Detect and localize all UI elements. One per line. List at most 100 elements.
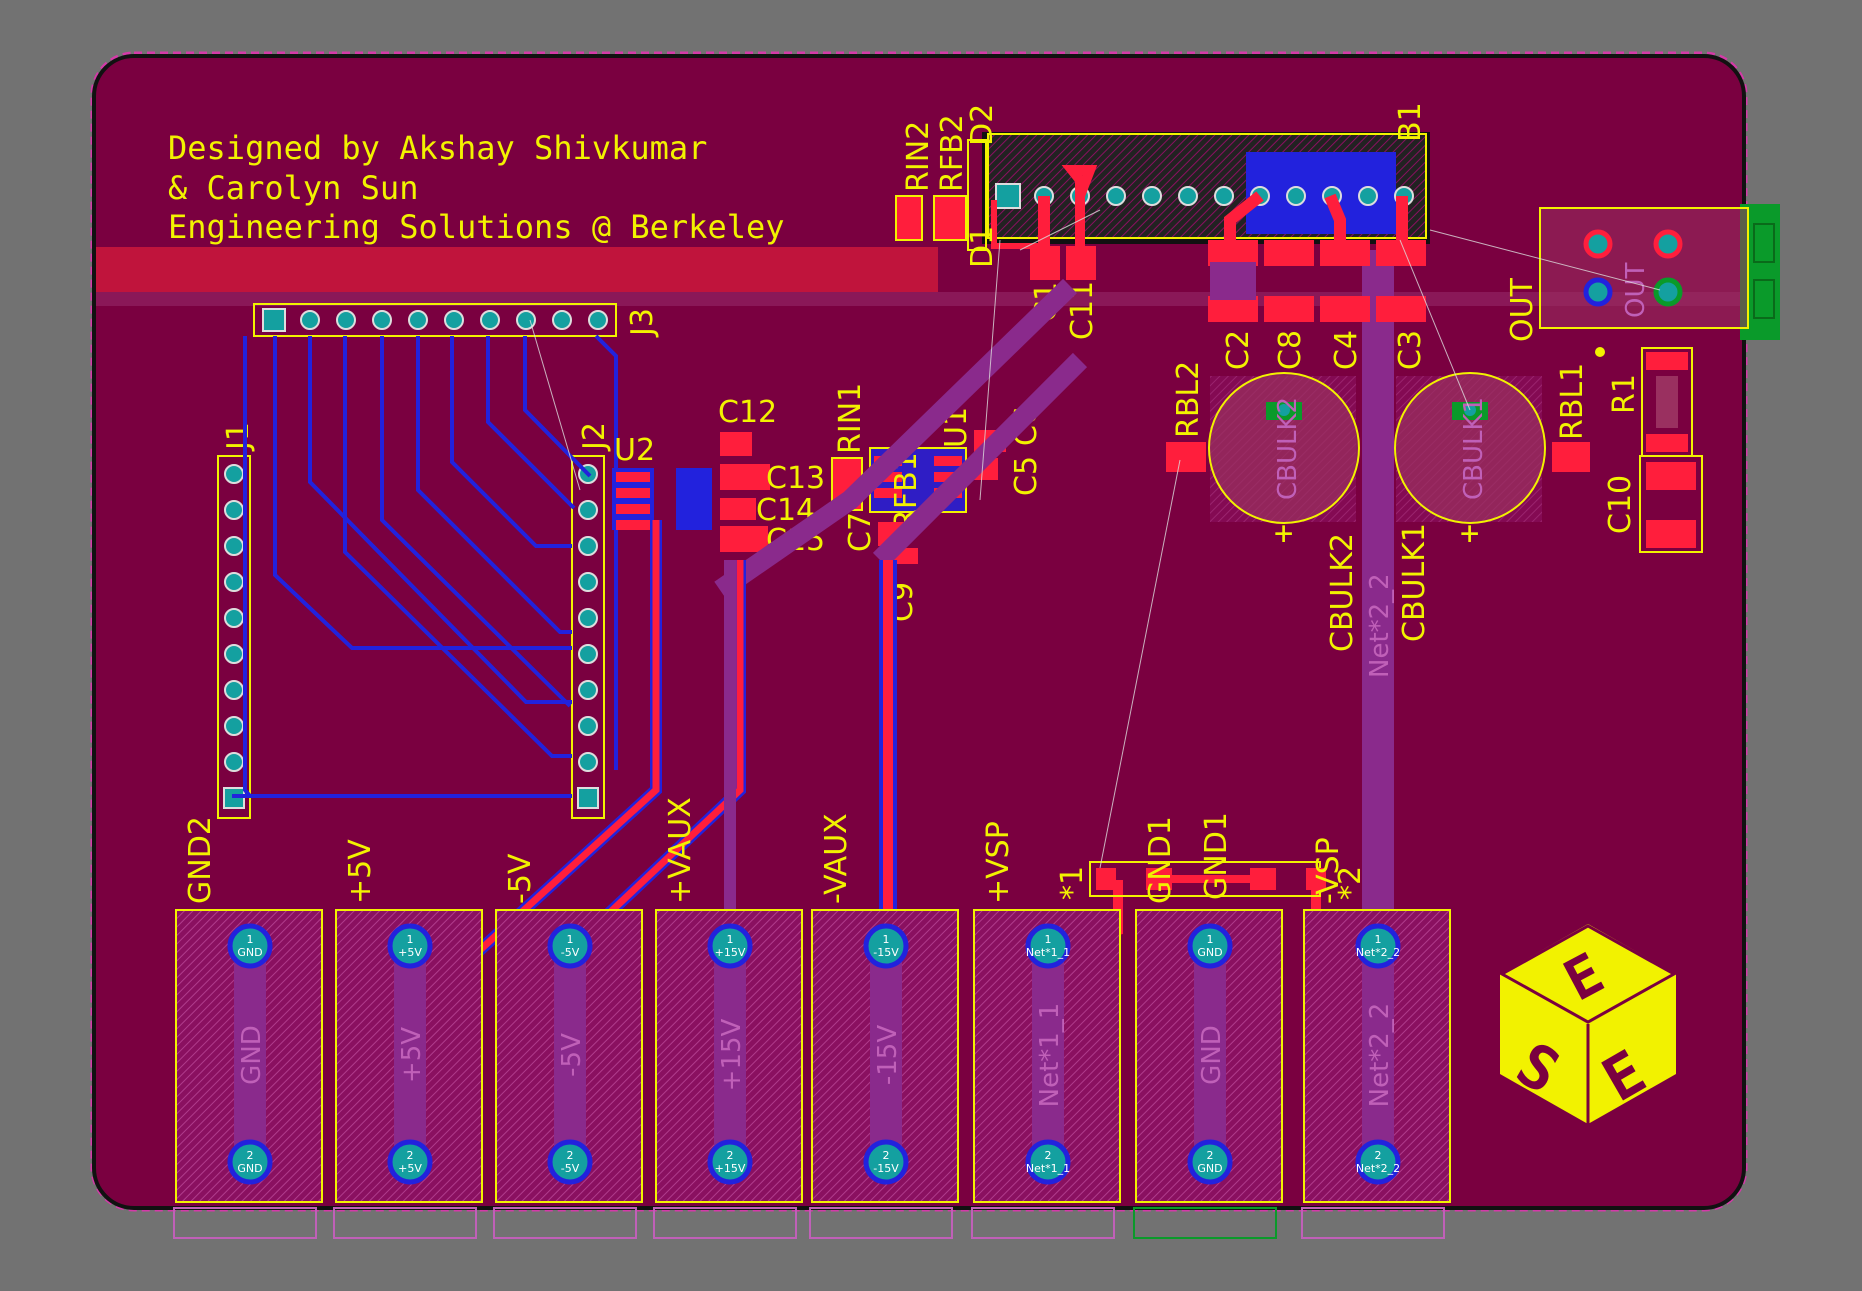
j3-pin[interactable] xyxy=(300,310,320,330)
rin2-ref: RIN2 xyxy=(901,121,936,192)
j3-pin[interactable] xyxy=(552,310,572,330)
j3-pin[interactable] xyxy=(408,310,428,330)
b1-pin[interactable] xyxy=(1286,186,1306,206)
j3-pin-1-square[interactable] xyxy=(262,308,286,332)
b1-pin[interactable] xyxy=(1178,186,1198,206)
out-ref: OUT xyxy=(1505,277,1540,342)
terminal-pad[interactable] xyxy=(547,1139,593,1185)
j2-pin[interactable] xyxy=(578,572,598,592)
terminal-strap xyxy=(714,946,746,1164)
rbl1-ref: RBL1 xyxy=(1555,363,1590,440)
j2-pin[interactable] xyxy=(578,500,598,520)
terminal-pad[interactable] xyxy=(1355,923,1401,969)
terminal-net-label: GND xyxy=(1197,1025,1227,1085)
terminal-pad[interactable] xyxy=(387,1139,433,1185)
j3-pin[interactable] xyxy=(336,310,356,330)
j3-pin[interactable] xyxy=(444,310,464,330)
terminal-pad[interactable] xyxy=(1025,1139,1071,1185)
terminal-pad[interactable] xyxy=(707,1139,753,1185)
component-r1[interactable]: R1 xyxy=(1607,347,1693,457)
j1-j2-pins xyxy=(223,464,599,809)
terminal-ref: GND2 xyxy=(183,816,218,904)
j3-pin[interactable] xyxy=(588,310,608,330)
j1-pin[interactable] xyxy=(224,572,244,592)
component-c3[interactable]: C3 xyxy=(1376,240,1428,370)
j2-pin[interactable] xyxy=(578,680,598,700)
component-c8[interactable]: C8 xyxy=(1264,240,1314,370)
j1-pin[interactable] xyxy=(224,716,244,736)
j3-pin[interactable] xyxy=(372,310,392,330)
terminal-pad[interactable] xyxy=(1025,923,1071,969)
component-rbl1[interactable]: RBL1 xyxy=(1552,363,1590,472)
j1-pin[interactable] xyxy=(224,644,244,664)
terminal-pad-net: +5V xyxy=(398,946,422,959)
b1-pin[interactable] xyxy=(1358,186,1378,206)
j1-pin[interactable] xyxy=(224,680,244,700)
j2-pin-1-square[interactable] xyxy=(577,787,599,809)
terminal-pad[interactable] xyxy=(863,923,909,969)
terminal-pad-net: GND xyxy=(1197,1162,1222,1175)
component-c13[interactable]: C13 xyxy=(720,461,825,496)
terminal-pad[interactable] xyxy=(707,923,753,969)
j3-pin[interactable] xyxy=(480,310,500,330)
component-gnd1[interactable]: *1 GND1 *2 xyxy=(1055,812,1368,900)
component-c4[interactable]: C4 xyxy=(1320,240,1370,370)
j2-pin[interactable] xyxy=(578,608,598,628)
component-cbulk1[interactable]: CBULK1 CBULK1 + xyxy=(1394,372,1546,642)
component-u2[interactable]: U2 xyxy=(612,433,712,530)
component-rbl2[interactable]: RBL2 xyxy=(1166,361,1206,472)
j2-pin[interactable] xyxy=(578,536,598,556)
terminal-pad-number: 2 xyxy=(1045,1149,1052,1162)
component-cbulk2[interactable]: CBULK2 CBULK2 + xyxy=(1208,372,1360,652)
j2-pin[interactable] xyxy=(578,716,598,736)
b1-pin[interactable] xyxy=(1142,186,1162,206)
terminal-pad[interactable] xyxy=(863,1139,909,1185)
terminal-pad[interactable] xyxy=(1355,1139,1401,1185)
terminal-ref: -VSP xyxy=(1311,837,1346,904)
terminal-pad-number: 1 xyxy=(1375,933,1382,946)
component-d2[interactable]: D2 D1 xyxy=(965,104,1000,268)
terminal-2[interactable]: 1+5V2+5V+5V+5V xyxy=(333,839,483,1239)
b1-pin[interactable] xyxy=(1106,186,1126,206)
terminal-pad[interactable] xyxy=(1187,923,1233,969)
b1-pin[interactable] xyxy=(1214,186,1234,206)
terminal-pad[interactable] xyxy=(387,923,433,969)
component-c10[interactable]: C10 xyxy=(1603,455,1703,553)
component-out[interactable]: OUT OUT xyxy=(1505,204,1780,357)
component-j2[interactable]: J2 xyxy=(571,422,612,819)
terminal-pad[interactable] xyxy=(547,923,593,969)
j2-pin[interactable] xyxy=(578,752,598,772)
terminal-pad[interactable] xyxy=(1187,1139,1233,1185)
terminal-net-label: GND xyxy=(237,1025,267,1085)
j3-pin[interactable] xyxy=(516,310,536,330)
j1-pin[interactable] xyxy=(224,500,244,520)
component-rfb2[interactable]: RFB2 xyxy=(933,114,970,241)
j1-pin[interactable] xyxy=(224,536,244,556)
terminal-pad-net: -5V xyxy=(561,946,580,959)
component-c12[interactable]: C12 xyxy=(718,395,777,456)
terminal-pad[interactable] xyxy=(227,1139,273,1185)
component-rin2[interactable]: RIN2 xyxy=(895,121,936,241)
component-c11[interactable]: C11 xyxy=(1065,246,1100,340)
b1-pin-1-square[interactable] xyxy=(995,183,1021,209)
component-c2[interactable]: C2 xyxy=(1208,240,1258,370)
j1-pin[interactable] xyxy=(224,752,244,772)
component-j3[interactable]: J3 xyxy=(253,303,660,338)
terminal-pad[interactable] xyxy=(227,923,273,969)
terminal-pad-number: 1 xyxy=(247,933,254,946)
j2-pin[interactable] xyxy=(578,644,598,664)
j1-pin[interactable] xyxy=(224,608,244,628)
j1-pin[interactable] xyxy=(224,464,244,484)
component-b1[interactable]: B1 xyxy=(982,102,1430,244)
terminal-3[interactable]: 1-5V2-5V-5V-5V xyxy=(493,853,643,1239)
terminal-ref: +VAUX xyxy=(663,797,698,904)
component-j1[interactable]: J1 xyxy=(217,422,256,819)
terminal-pad-net: GND xyxy=(237,1162,262,1175)
